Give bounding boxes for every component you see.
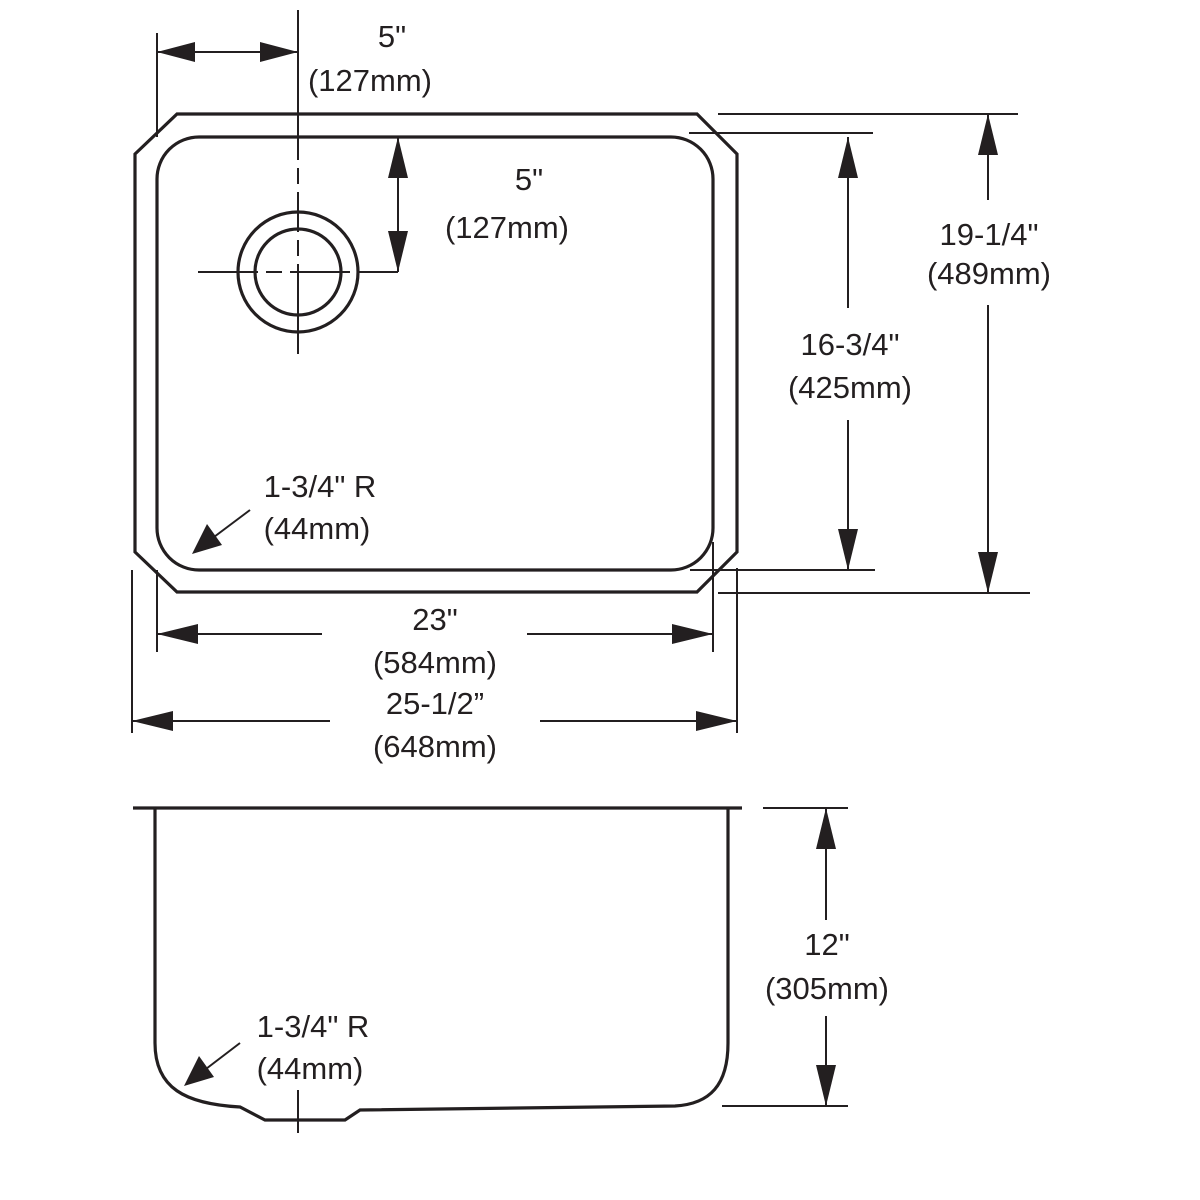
drain-horizontal-inches: 5" [378,19,406,54]
corner-radius-top-inches: 1-3/4" R [264,469,377,504]
drain-horizontal-mm: (127mm) [308,63,432,98]
inside-depth-mm: (425mm) [788,370,912,405]
dimension-drain-horizontal [157,42,298,62]
overall-depth-inches: 19-1/4" [940,217,1039,252]
overall-width-mm: (648mm) [373,729,497,764]
inside-width-inches: 23" [412,602,458,637]
overall-width-inches: 25-1/2” [386,686,484,721]
dimension-overall-depth [978,114,998,593]
inside-width-mm: (584mm) [373,645,497,680]
dimension-drain-vertical [388,137,408,272]
bowl-inner-outline [155,135,715,572]
bowl-depth-mm: (305mm) [765,971,889,1006]
drain-icon [198,10,408,360]
sink-flange-outline [133,112,739,594]
bowl-depth-inches: 12" [804,927,850,962]
dimension-bowl-depth [816,808,836,1106]
side-view-bowl-outline [153,808,730,1122]
corner-radius-top-mm: (44mm) [264,511,371,546]
dimension-overall-width [132,711,737,731]
corner-radius-leader-side [184,1042,241,1086]
corner-radius-side-mm: (44mm) [257,1051,364,1086]
overall-depth-mm: (489mm) [927,256,1051,291]
inside-depth-inches: 16-3/4" [801,327,900,362]
side-view: 12" (305mm) 1-3/4" R (44mm) [133,806,889,1133]
drain-vertical-inches: 5" [515,162,543,197]
drain-vertical-mm: (127mm) [445,210,569,245]
dimension-inside-depth [838,137,858,570]
corner-radius-leader-top [192,509,251,554]
corner-radius-side-inches: 1-3/4" R [257,1009,370,1044]
top-view: 5" (127mm) 5" (127mm) 16-3/4" (425mm) [131,10,1051,764]
dimension-inside-width [157,624,713,644]
